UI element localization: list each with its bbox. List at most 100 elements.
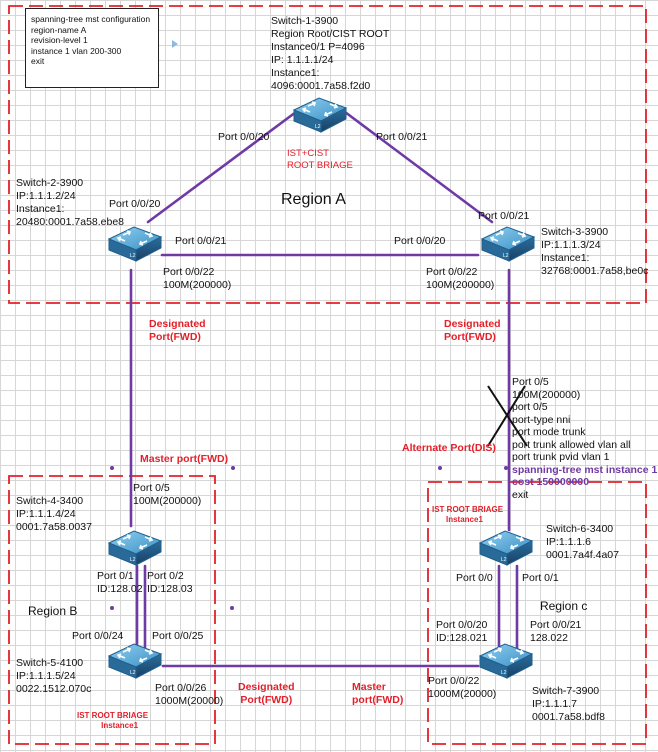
port-sw1-right: Port 0/0/21: [376, 131, 428, 143]
region-c-label: Region c: [540, 599, 588, 613]
port-sw6-p00: Port 0/0: [456, 572, 493, 584]
role-line: Port(FWD): [149, 331, 201, 343]
switch-2-icon[interactable]: [108, 226, 162, 262]
switch-7-icon[interactable]: [479, 643, 533, 679]
port-id: ID:128.021: [436, 631, 488, 644]
switch-5-ip: IP:1.1.1.5/24: [16, 670, 76, 682]
switch-1-bridge-id: 4096:0001.7a58.f2d0: [271, 80, 371, 92]
link-sw1-sw3: [343, 110, 494, 224]
role-designated-left: Designated Port(FWD): [149, 318, 206, 344]
port-sw5-p25: Port 0/0/25: [152, 630, 204, 642]
port-speed: 1000M(20000): [428, 687, 497, 700]
pointer-triangle-icon: [172, 40, 178, 48]
port-name: Port 0/0/26: [155, 682, 207, 694]
switch-6-port-config: Port 0/5 100M(200000) port 0/5 port-type…: [512, 376, 657, 501]
switch-3-instance-label: Instance1:: [541, 252, 590, 264]
switch-1-name: Switch-1-3900: [271, 15, 339, 27]
switch-1-badge: IST+CIST ROOT BRIAGE: [287, 148, 353, 172]
switch-2-instance-label: Instance1:: [16, 203, 65, 215]
config-line: spanning-tree mst configuration: [31, 14, 151, 24]
switch-3-icon[interactable]: [481, 226, 535, 262]
link-markers: [110, 466, 508, 610]
port-sw4-p02: Port 0/2 ID:128.03: [147, 570, 193, 595]
switch-6-icon[interactable]: [479, 530, 533, 566]
port-sw7-p22: Port 0/0/22 1000M(20000): [428, 675, 496, 700]
switch-1-role: Region Root/CIST ROOT: [271, 28, 390, 40]
port-name: Port 0/0/20: [436, 619, 488, 631]
port-sw3-left: Port 0/0/20: [394, 235, 446, 247]
switch-1-icon[interactable]: [293, 97, 347, 133]
badge-line: IST+CIST: [287, 148, 329, 159]
port-speed: 100M(200000): [133, 494, 202, 507]
port-id: ID:128.02: [97, 582, 143, 595]
links: [129, 110, 519, 668]
config-line: revision-level 1: [31, 35, 88, 45]
port-speed: 100M(200000): [426, 278, 495, 291]
port-id: ID:128.03: [147, 582, 193, 595]
region-c-border: [427, 481, 647, 745]
port-sw6-p01: Port 0/1: [522, 572, 559, 584]
config-line: port 0/5: [512, 401, 548, 413]
switch-5-name: Switch-5-4100: [16, 657, 84, 669]
switch-1-priority: Instance0/1 P=4096: [271, 41, 365, 53]
link-sw1-sw2: [146, 110, 298, 224]
role-designated-right: Designated Port(FWD): [444, 318, 501, 344]
port-id: 128.022: [530, 631, 568, 644]
port-sw7-p21: Port 0/0/21 128.022: [530, 619, 581, 644]
port-sw3-top: Port 0/0/21: [478, 210, 530, 222]
role-master-bottom: Master port(FWD): [352, 681, 403, 707]
port-sw4-p01: Port 0/1 ID:128.02: [97, 570, 143, 595]
switch-7-name: Switch-7-3900: [532, 685, 600, 697]
switch-5-badge: IST ROOT BRIAGE Instance1: [77, 711, 148, 731]
config-highlight-line: cost 150000000: [512, 476, 590, 488]
region-b-border: [8, 475, 216, 745]
role-line: Port(FWD): [240, 694, 293, 706]
port-sw4-top: Port 0/5 100M(200000): [133, 482, 201, 507]
switch-6-info: Switch-6-3400 IP:1.1.1.6 0001.7a4f.4a07: [546, 523, 619, 562]
badge-line: IST ROOT BRIAGE: [77, 711, 149, 720]
badge-line: IST ROOT BRIAGE: [432, 505, 504, 514]
role-alternate: Alternate Port(DIS): [402, 442, 496, 454]
switch-3-info: Switch-3-3900 IP:1.1.1.3/24 Instance1: 3…: [541, 226, 648, 278]
port-name: Port 0/0/21: [530, 619, 582, 631]
region-a-label: Region A: [281, 191, 346, 208]
port-sw7-p20: Port 0/0/20 ID:128.021: [436, 619, 487, 644]
port-sw2-top: Port 0/0/20: [109, 198, 161, 210]
role-line: port(FWD): [352, 694, 404, 706]
switch-4-name: Switch-4-3400: [16, 495, 84, 507]
switch-4-mac: 0001.7a58.0037: [16, 521, 92, 533]
port-sw2-right: Port 0/0/21: [175, 235, 227, 247]
port-name: Port 0/2: [147, 570, 184, 582]
config-line: port trunk allowed vlan all: [512, 438, 631, 451]
switch-5-info: Switch-5-4100 IP:1.1.1.5/24 0022.1512.07…: [16, 657, 91, 696]
config-line: port trunk pvid vlan 1: [512, 451, 610, 463]
badge-line: Instance1: [446, 515, 483, 524]
switch-6-name: Switch-6-3400: [546, 523, 614, 535]
switch-4-icon[interactable]: [108, 530, 162, 566]
port-speed: 1000M(20000): [155, 694, 224, 707]
badge-line: Instance1: [101, 721, 139, 730]
port-sw5-p26: Port 0/0/26 1000M(20000): [155, 682, 223, 707]
switch-1-instance-label: Instance1:: [271, 67, 320, 79]
switch-3-ip: IP:1.1.1.3/24: [541, 239, 601, 251]
switch-6-mac: 0001.7a4f.4a07: [546, 549, 619, 561]
switch-5-icon[interactable]: [108, 643, 162, 679]
badge-line: ROOT BRIAGE: [287, 160, 353, 171]
switch-6-badge: IST ROOT BRIAGE Instance1: [432, 505, 503, 525]
switch-7-ip: IP:1.1.1.7: [532, 698, 577, 710]
port-name: Port 0/0/22: [163, 266, 215, 278]
switch-2-ip: IP:1.1.1.2/24: [16, 190, 76, 202]
port-sw1-left: Port 0/0/20: [218, 131, 270, 143]
role-line: Designated: [444, 318, 501, 330]
switch-6-ip: IP:1.1.1.6: [546, 536, 591, 548]
blocked-port-mark: [487, 385, 528, 447]
switch-5-mac: 0022.1512.070c: [16, 683, 92, 695]
switch-2-name: Switch-2-3900: [16, 177, 84, 189]
role-master-left: Master port(FWD): [140, 453, 229, 465]
role-line: Designated: [238, 681, 295, 693]
port-name: Port 0/1: [97, 570, 134, 582]
port-speed: 100M(200000): [163, 278, 232, 291]
switch-1-ip: IP: 1.1.1.1/24: [271, 54, 334, 66]
config-line: exit: [31, 56, 45, 66]
